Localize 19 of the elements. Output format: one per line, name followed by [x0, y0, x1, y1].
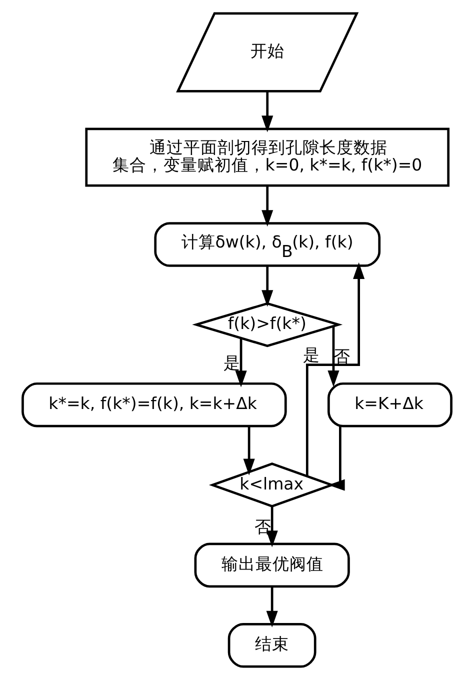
- node-box: 结束: [228, 622, 316, 668]
- arrow: [262, 91, 274, 132]
- arrow: [262, 266, 274, 307]
- node-diamond: f(k)>f(k*): [192, 302, 343, 348]
- edge-label: 否: [333, 347, 350, 366]
- arrow: [235, 338, 247, 388]
- node-box: 输出最优阀值: [194, 542, 350, 588]
- node-box: k*=k, f(k*)=f(k), k=k+Δk: [22, 382, 287, 428]
- arrow: [266, 506, 278, 548]
- node-box: 通过平面剖切得到孔隙长度数据集合，变量赋初值，k=0, k*=k, f(k*)=0: [85, 128, 450, 187]
- arrow: [306, 262, 365, 476]
- edge-label: 是: [223, 353, 240, 372]
- arrow: [243, 426, 255, 476]
- arrow: [266, 586, 278, 628]
- edge-label: 否: [254, 517, 272, 536]
- arrow: [328, 326, 340, 387]
- node-box: k=K+Δk: [328, 382, 452, 428]
- edge-label: 是: [303, 345, 320, 364]
- arrow: [262, 186, 274, 227]
